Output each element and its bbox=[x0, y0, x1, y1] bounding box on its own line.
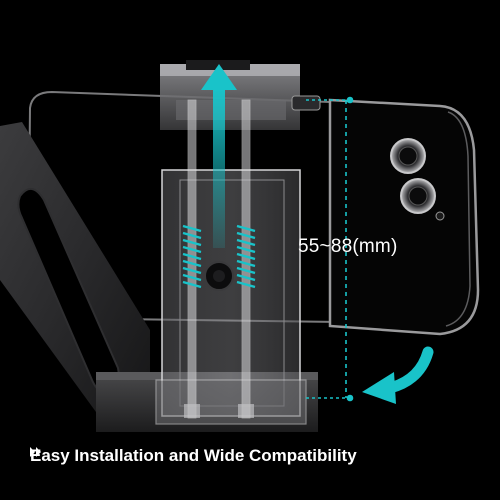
guide-rods bbox=[184, 99, 254, 419]
center-knob bbox=[204, 261, 234, 291]
caption-text: Easy Installation and Wide Compatibility bbox=[30, 446, 357, 465]
spring-right bbox=[236, 224, 256, 289]
feature-caption: Easy Installation and Wide Compatibility bbox=[30, 446, 357, 466]
camera-lens-top bbox=[390, 138, 426, 174]
size-range-label: 55~88(mm) bbox=[298, 236, 398, 257]
camera-lens-bottom bbox=[400, 178, 436, 214]
top-clamp bbox=[160, 60, 321, 130]
curved-arrow-icon bbox=[362, 346, 434, 404]
up-arrow-icon bbox=[201, 64, 237, 248]
spring-left bbox=[182, 224, 202, 289]
measurement-line bbox=[306, 96, 354, 402]
flash-icon bbox=[435, 211, 445, 221]
bullet-icon bbox=[30, 447, 41, 457]
holder-back-plate bbox=[155, 169, 307, 425]
